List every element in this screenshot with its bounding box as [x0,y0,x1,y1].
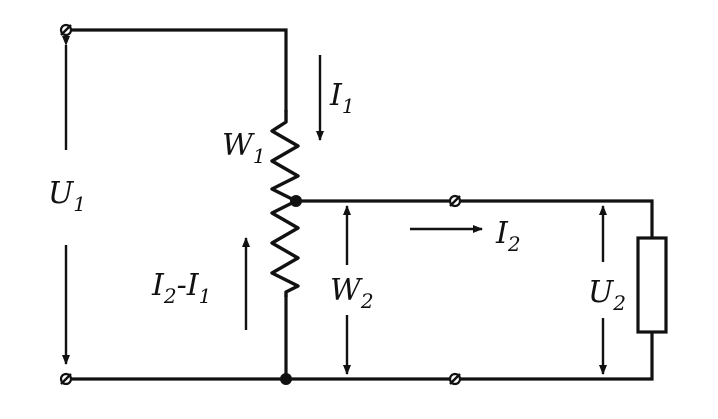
terminal-output-bottom [448,372,462,386]
bottom-junction-dot [280,373,292,385]
terminal-bottom-left [59,372,73,386]
w1-label: W1 [222,128,266,168]
w2-label: W2 [330,273,374,313]
tap-junction-dot [290,195,302,207]
wiring [64,28,654,381]
bottom-wire [64,328,654,381]
transformer-winding [270,110,300,297]
tap-wire [294,199,654,240]
i2-label: I2 [495,216,521,256]
terminal-output-top [448,194,462,208]
load-resistor [636,236,668,334]
i1-label: I1 [329,78,355,118]
top-left-wire [66,28,288,112]
terminal-top-left [59,23,73,37]
i2-minus-i1-label: I2-I1 [151,268,211,308]
u1-label: U1 [48,176,86,216]
u2-label: U2 [588,275,626,315]
